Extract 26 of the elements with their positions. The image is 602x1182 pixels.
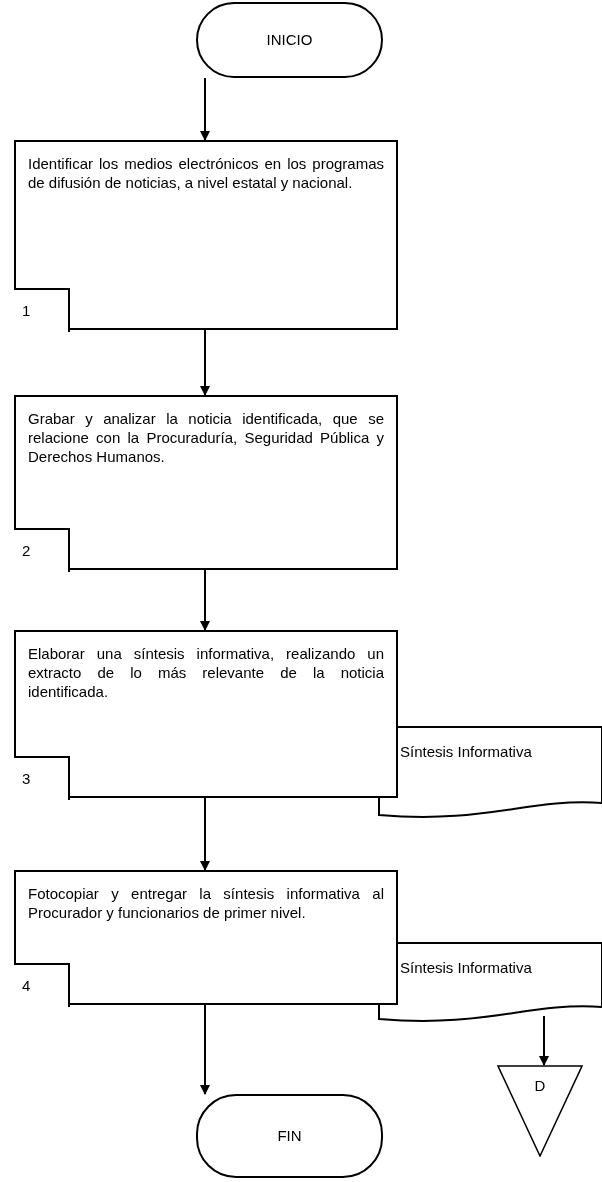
node-text: D	[534, 1077, 546, 1094]
node-text: Fotocopiar y entregar la síntesis informativa al Procurador y funcionarios de primer nivel.	[28, 885, 384, 921]
process-box	[14, 870, 398, 1005]
process-box	[14, 395, 398, 570]
node-text: Grabar y analizar la noticia identificada, que se relacione con la Procuraduría, Seguridad Pública y Derechos Humanos.	[28, 410, 384, 465]
step-number-box: 3	[14, 756, 70, 800]
step-number-box: 1	[14, 288, 70, 332]
step-number-box: 4	[14, 963, 70, 1007]
offpage-connector-triangle	[497, 1065, 583, 1157]
node-text: Síntesis Informativa	[400, 743, 532, 760]
node-text: Síntesis Informativa	[400, 959, 532, 976]
arrow	[539, 1015, 549, 1066]
arrow	[200, 1004, 210, 1095]
node-text: Identificar los medios electrónicos en los programas de difusión de noticias, a nivel estatal y nacional.	[28, 155, 384, 191]
node-text: FIN	[277, 1125, 302, 1146]
arrow	[200, 569, 210, 631]
arrow	[200, 329, 210, 396]
node-text: Elaborar una síntesis informativa, realizando un extracto de lo más relevante de la noticia identificada.	[28, 645, 384, 700]
node-text: INICIO	[266, 29, 313, 50]
document-shape	[377, 942, 602, 1022]
arrow	[200, 77, 210, 141]
arrow	[200, 797, 210, 871]
step-number-box: 2	[14, 528, 70, 572]
document-shape	[377, 726, 602, 818]
process-box	[14, 630, 398, 798]
process-box	[14, 140, 398, 330]
